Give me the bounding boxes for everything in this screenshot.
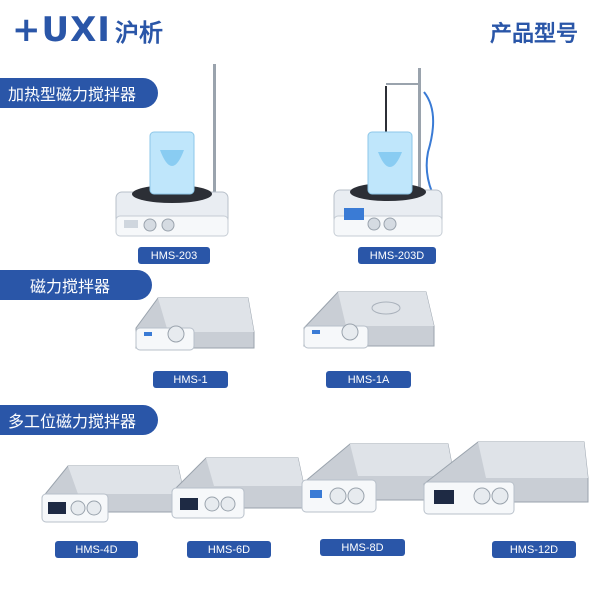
model-label-hms-1a: HMS-1A bbox=[326, 371, 411, 388]
product-image-hms-203[interactable] bbox=[110, 62, 240, 242]
section-multi-position-stirrers: 多工位磁力搅拌器 bbox=[0, 405, 158, 435]
product-image-hms-12d[interactable] bbox=[420, 438, 592, 530]
product-image-hms-4d[interactable] bbox=[38, 462, 188, 534]
logo-chinese-name: 沪析 bbox=[114, 18, 163, 47]
product-image-hms-8d[interactable] bbox=[298, 440, 458, 530]
section-heated-stirrers: 加热型磁力搅拌器 bbox=[0, 78, 158, 108]
brand-logo: +UXI 沪析 bbox=[12, 10, 163, 50]
model-label-hms-8d: HMS-8D bbox=[320, 539, 405, 556]
model-label-hms-6d: HMS-6D bbox=[187, 541, 271, 558]
section-magnetic-stirrers: 磁力搅拌器 bbox=[0, 270, 152, 300]
model-label-hms-203d: HMS-203D bbox=[358, 247, 436, 264]
product-image-hms-1a[interactable] bbox=[300, 286, 440, 362]
page-title: 产品型号 bbox=[489, 22, 578, 47]
model-label-hms-203: HMS-203 bbox=[138, 247, 210, 264]
product-image-hms-203d[interactable] bbox=[328, 62, 458, 242]
product-image-hms-1[interactable] bbox=[128, 292, 258, 362]
model-label-hms-4d: HMS-4D bbox=[55, 541, 138, 558]
model-label-hms-12d: HMS-12D bbox=[492, 541, 576, 558]
logo-wordmark: +UXI bbox=[12, 10, 111, 50]
model-label-hms-1: HMS-1 bbox=[153, 371, 228, 388]
product-image-hms-6d[interactable] bbox=[168, 454, 308, 532]
